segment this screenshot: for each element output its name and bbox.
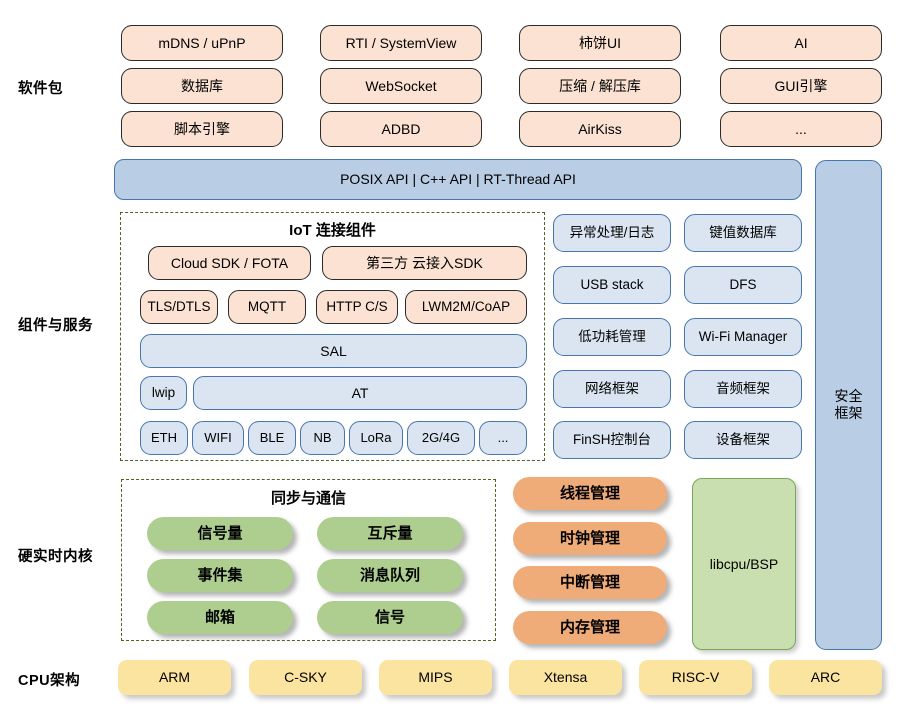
software-package-item[interactable]: WebSocket [320, 68, 482, 104]
kernel-management-item[interactable]: 内存管理 [513, 611, 667, 644]
iot-at-box[interactable]: AT [193, 376, 527, 410]
software-package-item[interactable]: mDNS / uPnP [121, 25, 283, 61]
software-package-item[interactable]: RTI / SystemView [320, 25, 482, 61]
iot-connect-container [120, 212, 545, 461]
iot-protocol-item[interactable]: MQTT [228, 290, 306, 324]
security-framework-line2: 框架 [834, 405, 863, 421]
component-item[interactable]: 异常处理/日志 [553, 214, 671, 252]
cpu-arch-item[interactable]: ARC [769, 660, 882, 695]
kernel-management-item[interactable]: 中断管理 [513, 566, 667, 599]
kernel-sync-item[interactable]: 信号 [317, 601, 463, 634]
iot-sal-box[interactable]: SAL [140, 334, 527, 368]
iot-link-item[interactable]: NB [300, 421, 345, 455]
cpu-arch-item[interactable]: Xtensa [509, 660, 622, 695]
kernel-sync-item[interactable]: 邮箱 [147, 601, 293, 634]
iot-protocol-item[interactable]: LWM2M/CoAP [405, 290, 527, 324]
iot-protocol-item[interactable]: HTTP C/S [316, 290, 398, 324]
iot-connect-title: IoT 连接组件 [289, 222, 376, 239]
iot-link-item[interactable]: LoRa [349, 421, 403, 455]
section-label-software-packages: 软件包 [18, 81, 63, 97]
section-label-hard-realtime-kernel: 硬实时内核 [18, 549, 93, 565]
iot-protocol-item[interactable]: TLS/DTLS [140, 290, 218, 324]
iot-lwip-box[interactable]: lwip [140, 376, 187, 410]
component-item[interactable]: Wi-Fi Manager [684, 318, 802, 356]
iot-link-item[interactable]: 2G/4G [407, 421, 475, 455]
iot-link-item[interactable]: WIFI [192, 421, 244, 455]
cpu-arch-item[interactable]: C-SKY [249, 660, 362, 695]
software-package-item[interactable]: 数据库 [121, 68, 283, 104]
software-package-item[interactable]: 柿饼UI [519, 25, 681, 61]
component-item[interactable]: DFS [684, 266, 802, 304]
software-package-item[interactable]: 压缩 / 解压库 [519, 68, 681, 104]
software-package-item[interactable]: ADBD [320, 111, 482, 147]
component-item[interactable]: FinSH控制台 [553, 421, 671, 459]
kernel-sync-item[interactable]: 消息队列 [317, 559, 463, 592]
api-bar: POSIX API | C++ API | RT-Thread API [114, 159, 802, 200]
kernel-management-item[interactable]: 时钟管理 [513, 522, 667, 555]
kernel-management-item[interactable]: 线程管理 [513, 477, 667, 510]
component-item[interactable]: 低功耗管理 [553, 318, 671, 356]
iot-sdk-item[interactable]: 第三方 云接入SDK [322, 246, 527, 280]
cpu-arch-item[interactable]: RISC-V [639, 660, 752, 695]
iot-link-item[interactable]: ETH [140, 421, 188, 455]
software-package-item[interactable]: AI [720, 25, 882, 61]
cpu-arch-item[interactable]: MIPS [379, 660, 492, 695]
libcpu-bsp-box[interactable]: libcpu/BSP [692, 478, 796, 650]
software-package-item[interactable]: ... [720, 111, 882, 147]
kernel-sync-item[interactable]: 事件集 [147, 559, 293, 592]
component-item[interactable]: 键值数据库 [684, 214, 802, 252]
software-package-item[interactable]: AirKiss [519, 111, 681, 147]
section-label-cpu-architecture: CPU架构 [18, 673, 81, 689]
kernel-sync-item[interactable]: 信号量 [147, 517, 293, 550]
iot-link-item[interactable]: BLE [248, 421, 296, 455]
kernel-sync-item[interactable]: 互斥量 [317, 517, 463, 550]
component-item[interactable]: 音频框架 [684, 370, 802, 408]
section-label-components-services: 组件与服务 [18, 318, 93, 334]
security-framework-line1: 安全 [834, 388, 863, 405]
component-item[interactable]: 设备框架 [684, 421, 802, 459]
sync-comm-title: 同步与通信 [270, 490, 346, 507]
software-package-item[interactable]: GUI引擎 [720, 68, 882, 104]
component-item[interactable]: USB stack [553, 266, 671, 304]
iot-link-item[interactable]: ... [479, 421, 527, 455]
iot-sdk-item[interactable]: Cloud SDK / FOTA [148, 246, 311, 280]
component-item[interactable]: 网络框架 [553, 370, 671, 408]
sync-comm-container [121, 479, 496, 641]
cpu-arch-item[interactable]: ARM [118, 660, 231, 695]
software-package-item[interactable]: 脚本引擎 [121, 111, 283, 147]
security-framework-box[interactable]: 安全 框架 [815, 160, 882, 650]
